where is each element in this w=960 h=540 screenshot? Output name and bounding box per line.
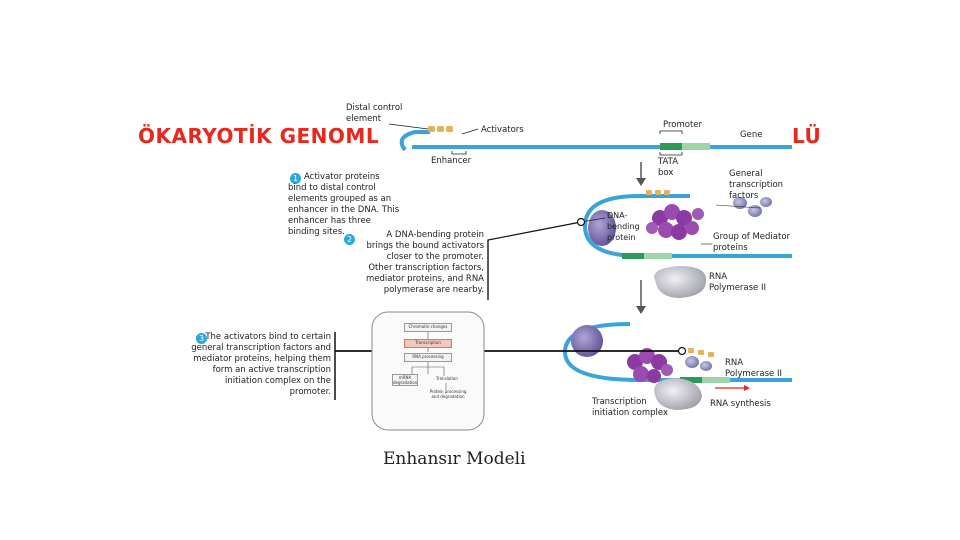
label-rna-polymerase-bottom: RNA Polymerase II <box>725 358 783 379</box>
mediator-cluster-middle <box>646 204 704 240</box>
label-mediator-proteins: Group of Mediator proteins <box>713 232 791 253</box>
dna-middle <box>582 194 792 259</box>
label-transcription-initiation-complex: Transcription initiation complex <box>592 397 669 418</box>
step-1-number: 1 <box>290 173 301 184</box>
dna-bottom <box>562 322 792 383</box>
dna-top <box>399 130 792 152</box>
gtf-bottom <box>685 348 714 371</box>
rna-polymerase-bottom <box>654 378 702 410</box>
label-gene: Gene <box>740 130 763 140</box>
label-distal-control-element: Distal control element <box>346 103 403 124</box>
activators-top <box>428 126 453 132</box>
title-right: LÜ <box>792 124 822 148</box>
flow-box-transcription: Transcription <box>404 339 452 348</box>
label-enhancer: Enhancer <box>431 156 472 166</box>
gene-segment <box>682 143 710 150</box>
label-rna-polymerase-top: RNA Polymerase II <box>709 272 767 293</box>
promoter-segment <box>660 143 682 150</box>
step-2-text: A DNA-bending protein brings the bound a… <box>365 230 484 295</box>
label-promoter: Promoter <box>663 120 703 130</box>
label-dna-bending-protein: DNA-bending protein <box>607 211 640 242</box>
label-general-transcription-factors: General transcription factors <box>729 169 784 201</box>
flow-box-chromatin: Chromatin changes <box>404 323 452 332</box>
dna-bending-protein-bottom <box>571 325 603 357</box>
label-tata-box: TATA box <box>658 157 679 178</box>
caption: Enhansır Modeli <box>383 449 526 469</box>
rna-polymerase-top <box>654 266 707 298</box>
step-1-text: Activator proteins bind to distal contro… <box>288 172 400 237</box>
step-2-number: 2 <box>344 234 355 245</box>
flow-box-translation: Translation <box>436 376 458 381</box>
flow-box-protein-processing: Protein processing and degradation <box>429 389 467 399</box>
flow-box-mrna-degradation: mRNA degradation <box>392 374 418 386</box>
dna-bending-protein <box>588 210 616 246</box>
flow-box-rna-processing: RNA processing <box>404 353 452 362</box>
label-activators: Activators <box>481 125 524 135</box>
step-3-number: 3 <box>196 333 207 344</box>
activators-middle <box>646 190 670 195</box>
step-3-text: The activators bind to certain general t… <box>191 332 331 397</box>
title-left: ÖKARYOTİK GENOML <box>138 124 380 148</box>
label-rna-synthesis: RNA synthesis <box>710 399 771 409</box>
mediator-cluster-bottom <box>627 348 673 383</box>
